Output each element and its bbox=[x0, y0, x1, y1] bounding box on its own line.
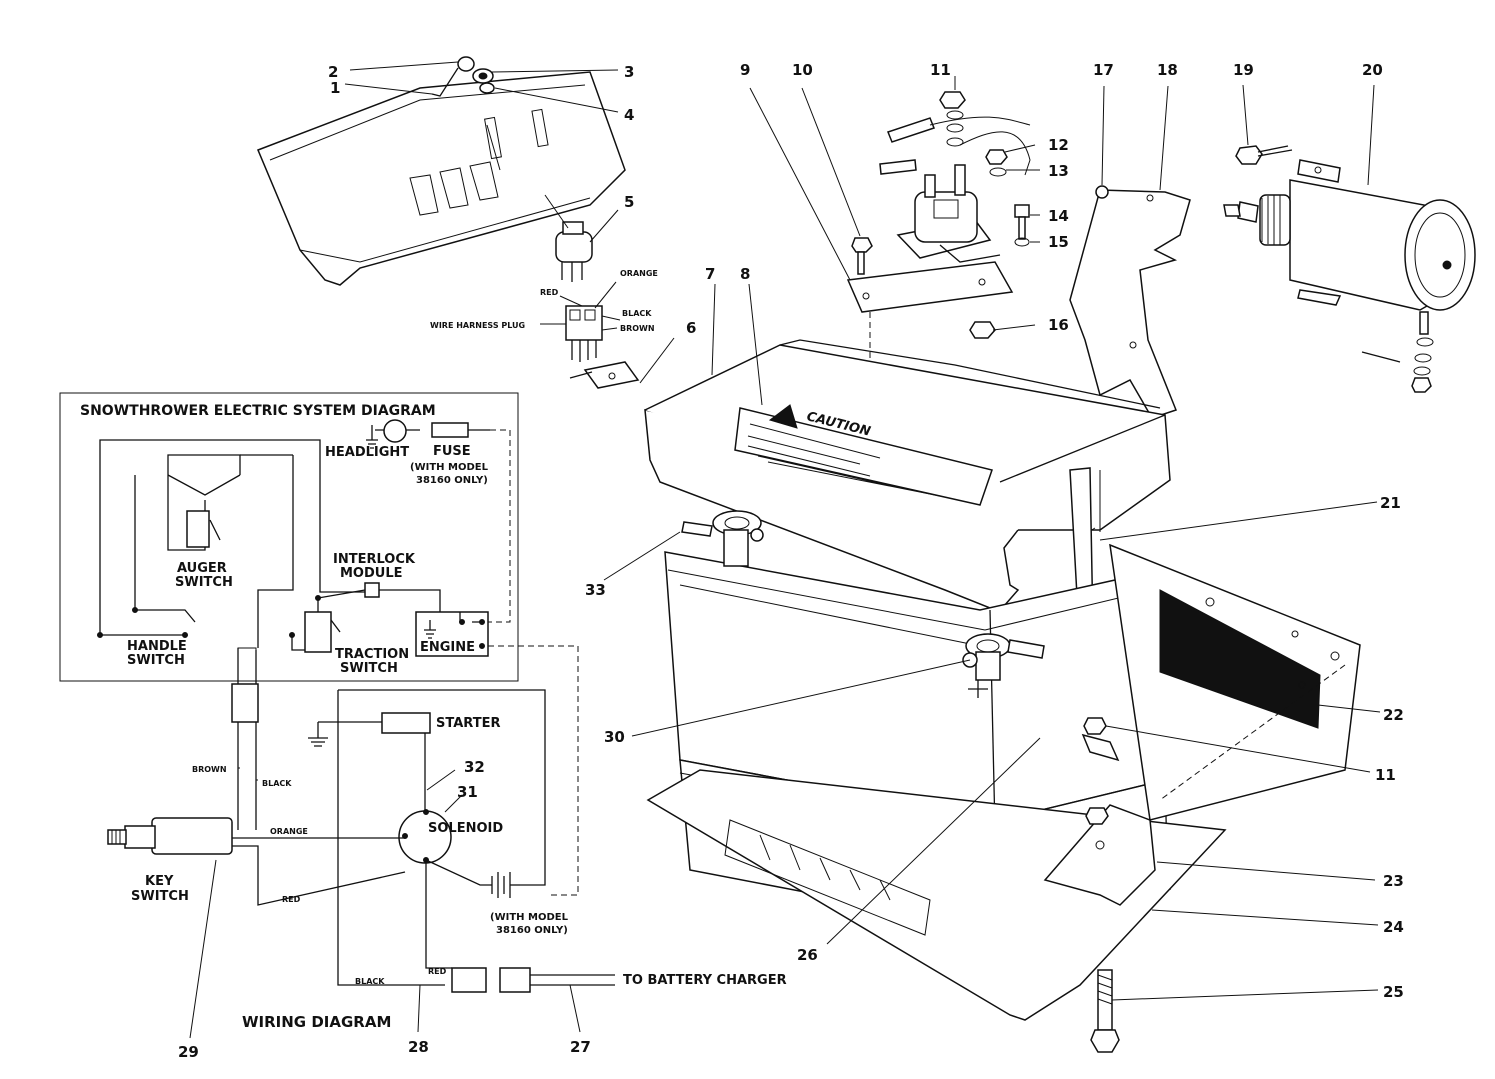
callout-numbers: 1 2 3 4 5 6 7 8 9 10 11 12 13 14 15 16 1… bbox=[178, 61, 1404, 1061]
callout-12: 12 bbox=[1048, 136, 1069, 154]
callout-25: 25 bbox=[1383, 983, 1404, 1001]
callout-23: 23 bbox=[1383, 872, 1404, 890]
fuse-label: FUSE bbox=[433, 444, 471, 459]
callout-28: 28 bbox=[408, 1038, 429, 1056]
battery-terminal-33 bbox=[681, 510, 764, 567]
red-wire-label: RED bbox=[282, 895, 301, 904]
dash-panel bbox=[257, 71, 626, 286]
callout-6: 6 bbox=[686, 319, 696, 337]
callout-2: 2 bbox=[328, 63, 338, 81]
bolt-25 bbox=[1090, 969, 1120, 1053]
bolt-19 bbox=[1235, 145, 1293, 165]
battery-cover-7 bbox=[644, 339, 1171, 609]
red-charger-wire-label: RED bbox=[428, 967, 447, 976]
plug-brown-label: BROWN bbox=[620, 324, 655, 333]
key-switch-label-2: SWITCH bbox=[131, 889, 189, 904]
callout-14: 14 bbox=[1048, 207, 1069, 225]
plug-black-label: BLACK bbox=[622, 309, 652, 318]
auger-switch-label-1: AUGER bbox=[177, 561, 227, 576]
battery-model-note-1: (WITH MODEL bbox=[490, 912, 569, 923]
battery-model-note-2: 38160 ONLY) bbox=[496, 925, 568, 936]
starter-label: STARTER bbox=[436, 716, 500, 731]
solenoid-body bbox=[896, 164, 1001, 263]
callout-10: 10 bbox=[792, 61, 813, 79]
handle-switch-label-2: SWITCH bbox=[127, 653, 185, 668]
callout-33: 33 bbox=[585, 581, 606, 599]
headlight-label: HEADLIGHT bbox=[325, 445, 409, 460]
key-switch-label-1: KEY bbox=[145, 874, 174, 889]
wire-harness-plug bbox=[540, 281, 621, 362]
callout-13: 13 bbox=[1048, 162, 1069, 180]
fuse-model-note-2: 38160 ONLY) bbox=[416, 475, 488, 486]
callout-11-right: 11 bbox=[1375, 766, 1396, 784]
mount-bracket-18 bbox=[1069, 185, 1191, 419]
traction-switch-label-1: TRACTION bbox=[335, 647, 409, 662]
key-2 bbox=[431, 56, 475, 97]
system-diagram bbox=[59, 392, 519, 682]
orange-wire-label: ORANGE bbox=[270, 827, 308, 836]
wall-panel-22 bbox=[1109, 543, 1361, 821]
hold-down-23 bbox=[1043, 717, 1156, 906]
callout-32: 32 bbox=[464, 758, 485, 776]
callout-7: 7 bbox=[705, 265, 715, 283]
callout-3: 3 bbox=[624, 63, 634, 81]
auger-switch-label-2: SWITCH bbox=[175, 575, 233, 590]
hardware-10-16 bbox=[851, 91, 1031, 400]
traction-switch-label-2: SWITCH bbox=[340, 661, 398, 676]
interlock-label-2: MODULE bbox=[340, 566, 403, 581]
starter-motor-20 bbox=[1223, 159, 1476, 393]
plug-red-label: RED bbox=[540, 288, 559, 297]
callout-4: 4 bbox=[624, 106, 634, 124]
leader-lines bbox=[344, 61, 1381, 1001]
callout-27: 27 bbox=[570, 1038, 591, 1056]
key-switch-3-4 bbox=[472, 68, 495, 94]
callout-11-top: 11 bbox=[930, 61, 951, 79]
handle-switch-label-1: HANDLE bbox=[127, 639, 187, 654]
callout-26: 26 bbox=[797, 946, 818, 964]
panel-hidden-line bbox=[1159, 664, 1346, 801]
wiring-diagram-title: WIRING DIAGRAM bbox=[242, 1013, 391, 1031]
plug-labels: ORANGE RED BLACK BROWN WIRE HARNESS PLUG bbox=[430, 269, 658, 333]
solenoid-label: SOLENOID bbox=[428, 821, 503, 836]
callout-29: 29 bbox=[178, 1043, 199, 1061]
mount-tray-24 bbox=[646, 769, 1227, 1021]
engine-label: ENGINE bbox=[420, 640, 475, 655]
brown-wire-label: BROWN bbox=[192, 765, 227, 774]
callout-30: 30 bbox=[604, 728, 625, 746]
callout-21: 21 bbox=[1380, 494, 1401, 512]
callout-1: 1 bbox=[330, 79, 340, 97]
system-to-wiring-link bbox=[488, 645, 579, 896]
callout-20: 20 bbox=[1362, 61, 1383, 79]
solenoid-mount-plate-9 bbox=[846, 261, 1014, 313]
callout-5: 5 bbox=[624, 193, 634, 211]
callout-19: 19 bbox=[1233, 61, 1254, 79]
wiring-diagram bbox=[107, 640, 615, 1039]
black-ground-wire-label: BLACK bbox=[355, 977, 385, 986]
callout-22: 22 bbox=[1383, 706, 1404, 724]
fuse-model-note-1: (WITH MODEL bbox=[410, 462, 489, 473]
wiring-diagram-labels: WIRING DIAGRAM STARTER SOLENOID KEY SWIT… bbox=[131, 716, 787, 1031]
battery-charger-label: TO BATTERY CHARGER bbox=[623, 973, 787, 988]
callout-18: 18 bbox=[1157, 61, 1178, 79]
system-diagram-labels: SNOWTHROWER ELECTRIC SYSTEM DIAGRAM HEAD… bbox=[80, 403, 489, 676]
wire-harness-plug-label: WIRE HARNESS PLUG bbox=[430, 321, 525, 330]
system-diagram-title: SNOWTHROWER ELECTRIC SYSTEM DIAGRAM bbox=[80, 403, 436, 419]
callout-8: 8 bbox=[740, 265, 750, 283]
battery-terminal-30 bbox=[962, 633, 1045, 698]
ignition-switch-5 bbox=[544, 194, 593, 282]
callout-16: 16 bbox=[1048, 316, 1069, 334]
callout-15: 15 bbox=[1048, 233, 1069, 251]
plug-orange-label: ORANGE bbox=[620, 269, 658, 278]
callout-17: 17 bbox=[1093, 61, 1114, 79]
interlock-label-1: INTERLOCK bbox=[333, 552, 416, 567]
callout-9: 9 bbox=[740, 61, 750, 79]
black-wire-label: BLACK bbox=[262, 779, 292, 788]
callout-31: 31 bbox=[457, 783, 478, 801]
callout-24: 24 bbox=[1383, 918, 1404, 936]
bracket-6 bbox=[569, 361, 640, 389]
